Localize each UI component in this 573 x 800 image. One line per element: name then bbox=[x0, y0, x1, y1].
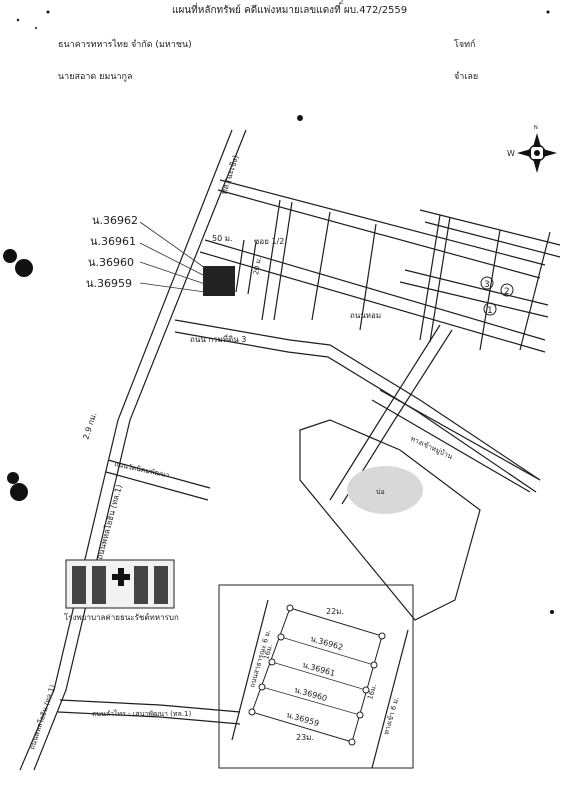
document-title-text: แผนที่หลักทรัพย์ คดีแพ่งหมายเลขแดงที่ ผบ… bbox=[172, 5, 360, 16]
pond-label: บ่อ bbox=[376, 488, 385, 496]
main-highway-label: ถนนพหลโยธิน (ทล.1) bbox=[94, 483, 124, 560]
hospital-label: โรงพยาบาลค่ายธนะรัชต์ทหารบก bbox=[64, 612, 179, 622]
inset-parcel-1: น.36962 bbox=[309, 634, 344, 652]
side-road-label: ทางเข้าหมู่บ้าน bbox=[409, 435, 454, 462]
soi-3-road bbox=[174, 319, 541, 493]
plaintiff-role: โจทก์ bbox=[454, 40, 476, 50]
marker-2: 2 bbox=[504, 287, 510, 297]
inset-top-width: 22ม. bbox=[326, 607, 344, 616]
soi-distance-label: 50 ม. bbox=[212, 234, 233, 243]
soi-label: ซอย 1/2 bbox=[254, 237, 284, 246]
inset-right-road: ทางเข้า 6 ม. bbox=[382, 696, 400, 736]
inset-bottom-width: 23ม. bbox=[296, 733, 314, 742]
inset-plot bbox=[231, 599, 409, 769]
deed-label-1: น.36962 bbox=[92, 214, 138, 227]
compass-rose-icon bbox=[517, 133, 557, 173]
north-highway-label: ทล.(ฉะเชิง) bbox=[219, 154, 240, 196]
inset-frame bbox=[218, 584, 414, 769]
bottom-road-label: ถนนลำไทร - เสนาพัฒนา (ทล.1) bbox=[92, 709, 191, 718]
marker-3: 3 bbox=[484, 280, 490, 290]
inset-parcel-4: น.36959 bbox=[285, 710, 320, 728]
soi-3-label: ถนน กรมที่ดิน 3 bbox=[190, 333, 246, 344]
inset-parcel-2: น.36961 bbox=[301, 660, 336, 678]
compass-north: N bbox=[534, 125, 538, 131]
bottom-road bbox=[57, 699, 241, 725]
deed-label-3: น.36960 bbox=[88, 256, 134, 269]
deed-label-2: น.36961 bbox=[90, 235, 136, 248]
document-title: แผนที่หลักทรัพย์ คดีแพ่งหมายเลขแดงที่ ผบ… bbox=[172, 3, 407, 18]
plaintiff-name: ธนาคารทหารไทย จำกัด (มหาชน) bbox=[58, 40, 192, 50]
property-parcel-block bbox=[203, 266, 235, 296]
hospital-building-icon bbox=[65, 559, 175, 609]
page-mark: 2 bbox=[339, 0, 345, 6]
deed-label-4: น.36959 bbox=[86, 277, 132, 290]
marker-1: 1 bbox=[487, 306, 493, 316]
distance-label: 2.9 กม. bbox=[81, 411, 98, 440]
property-soi bbox=[235, 239, 257, 295]
deed-leaders bbox=[139, 221, 206, 293]
marker-group: 3 2 1 bbox=[480, 276, 514, 316]
compass-west: W bbox=[507, 149, 515, 158]
lower-left-road-label: ถนนพหลโยธิน (ทล.1) bbox=[27, 683, 57, 750]
defendant-role: จำเลย bbox=[454, 72, 479, 82]
case-number: 472/2559 bbox=[359, 5, 408, 16]
defendant-name: นายสอาด ยมนากูล bbox=[58, 72, 133, 82]
east-road-label: ถนนหอม bbox=[350, 311, 381, 320]
main-highway bbox=[19, 129, 247, 771]
soi-width-label: 20 ม. bbox=[252, 256, 263, 275]
pond-area bbox=[299, 389, 541, 621]
mid-road bbox=[105, 459, 211, 501]
scan-speckles bbox=[3, 10, 554, 614]
road-grid bbox=[199, 179, 561, 353]
inset-parcel-3: น.36960 bbox=[293, 685, 328, 703]
